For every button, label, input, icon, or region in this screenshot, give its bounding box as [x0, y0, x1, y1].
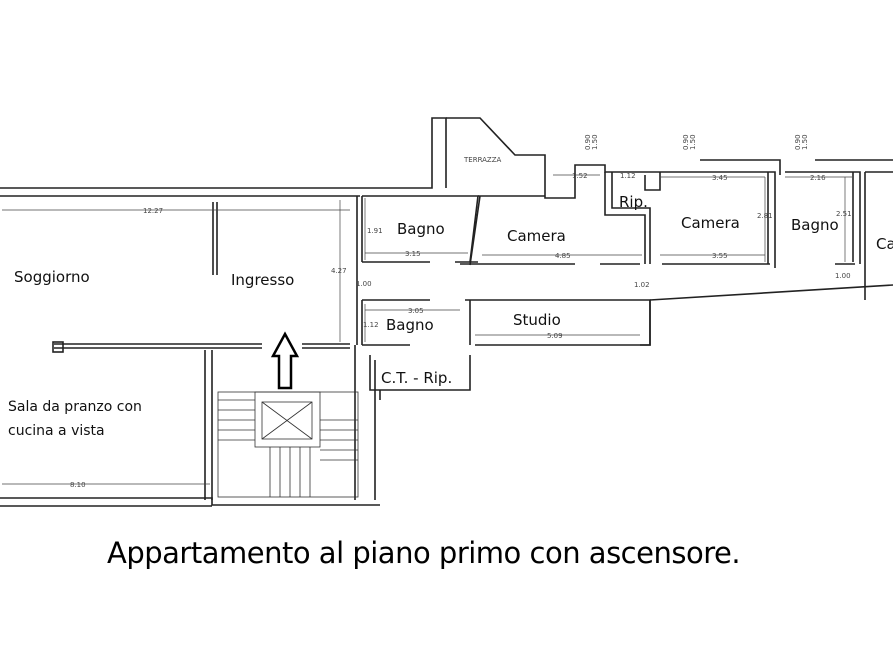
room-label-bagno-1: Bagno — [397, 220, 445, 238]
walls — [0, 117, 893, 507]
room-label-camera-1: Camera — [507, 227, 566, 245]
room-label-bagno-2: Bagno — [386, 316, 434, 334]
dim-label: 8.10 — [70, 481, 86, 489]
dim-label: 1.12 — [620, 172, 636, 180]
dim-label: 1.12 — [363, 321, 379, 329]
window-dimension-labels: 0.90 1.50 0.90 1.50 0.90 1.50 — [584, 134, 809, 150]
room-label-soggiorno: Soggiorno — [14, 268, 90, 286]
dim-label: 1.02 — [634, 281, 650, 289]
stairwell — [217, 391, 359, 498]
room-label-camera-2: Camera — [681, 214, 740, 232]
room-label-rip: Rip. — [619, 193, 648, 211]
room-label-sala-line2: cucina a vista — [8, 423, 105, 439]
room-label-terrazza: TERRAZZA — [463, 156, 502, 164]
room-label-studio: Studio — [513, 311, 561, 329]
svg-text:1.50: 1.50 — [689, 134, 697, 150]
dim-label: 3.55 — [712, 252, 728, 260]
elevator-shaft — [261, 401, 313, 440]
dim-label: 2.81 — [757, 212, 773, 220]
svg-text:0.90: 0.90 — [794, 134, 802, 150]
room-label-camera-3: Ca — [876, 235, 893, 253]
room-label-bagno-3: Bagno — [791, 216, 839, 234]
dim-label: 12.27 — [143, 207, 163, 215]
dim-label: 2.16 — [810, 174, 826, 182]
dim-label: 3.15 — [405, 250, 421, 258]
svg-text:1.50: 1.50 — [801, 134, 809, 150]
dim-label: 1.00 — [835, 272, 851, 280]
room-label-ct-rip: C.T. - Rip. — [381, 369, 452, 387]
entrance-arrow-icon — [270, 331, 300, 390]
room-label-sala-line1: Sala da pranzo con — [8, 399, 142, 415]
svg-text:0.90: 0.90 — [682, 134, 690, 150]
dim-label: 1.00 — [356, 280, 372, 288]
dim-label: 2.51 — [836, 210, 852, 218]
dim-label: 3.45 — [712, 174, 728, 182]
svg-text:1.50: 1.50 — [591, 134, 599, 150]
dimension-lines — [2, 174, 852, 485]
svg-text:0.90: 0.90 — [584, 134, 592, 150]
room-label-ingresso: Ingresso — [231, 271, 294, 289]
dim-label: 4.85 — [555, 252, 571, 260]
dim-label: 5.09 — [547, 332, 563, 340]
dim-label: 1.91 — [367, 227, 383, 235]
dim-label: 3.05 — [408, 307, 424, 315]
dim-label: 1.52 — [572, 172, 588, 180]
caption: Appartamento al piano primo con ascensor… — [107, 536, 741, 570]
dim-label: 4.27 — [331, 267, 347, 275]
